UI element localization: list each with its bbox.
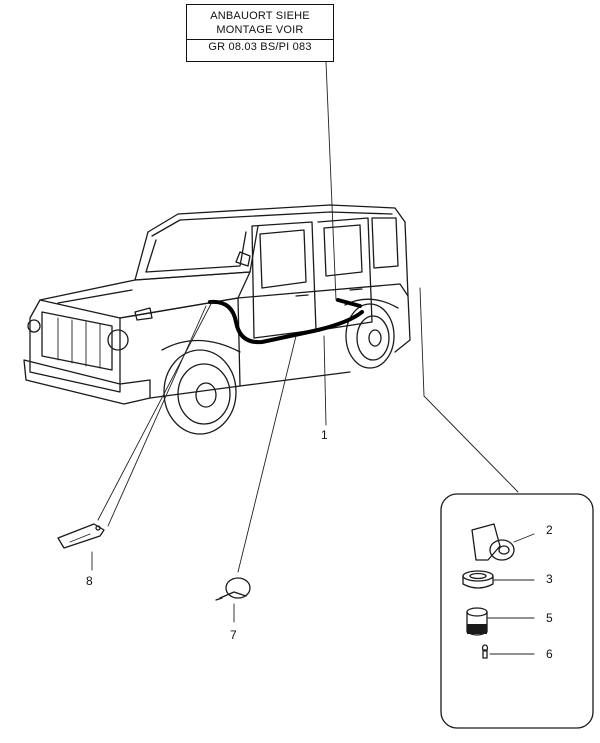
leader-7	[237, 335, 297, 573]
part-8-clip	[57, 523, 105, 549]
reference-divider	[187, 39, 333, 40]
callout-8: 8	[86, 574, 93, 588]
vehicle-body	[23, 204, 411, 405]
leader-detail-b	[423, 395, 519, 493]
callout-7: 7	[230, 628, 237, 642]
callout-5: 5	[546, 611, 553, 625]
reference-box: ANBAUORT SIEHE MONTAGE VOIR GR 08.03 BS/…	[186, 4, 334, 62]
leader-8b	[107, 305, 207, 527]
part-3-ring	[462, 570, 535, 589]
leader-8	[97, 301, 213, 521]
front-wheel	[161, 339, 241, 435]
detail-frame	[440, 493, 594, 729]
part-7-cable-tie	[215, 577, 251, 601]
reference-line-1: ANBAUORT SIEHE	[210, 10, 310, 22]
reference-line-3: GR 08.03 BS/PI 083	[208, 41, 312, 53]
harness-connector-end	[336, 298, 362, 308]
reference-leader-line	[325, 61, 337, 301]
part-5-plug	[466, 607, 535, 636]
reference-line-2: MONTAGE VOIR	[216, 24, 304, 36]
part-2-elbow	[471, 523, 535, 561]
leader-1	[323, 335, 327, 426]
callout-6: 6	[546, 647, 553, 661]
callout-2: 2	[546, 523, 553, 537]
leader-detail-a	[419, 287, 425, 397]
callout-1: 1	[321, 428, 328, 442]
wiring-harness	[208, 299, 364, 345]
part-6-pin	[481, 644, 535, 659]
callout-3: 3	[546, 572, 553, 586]
